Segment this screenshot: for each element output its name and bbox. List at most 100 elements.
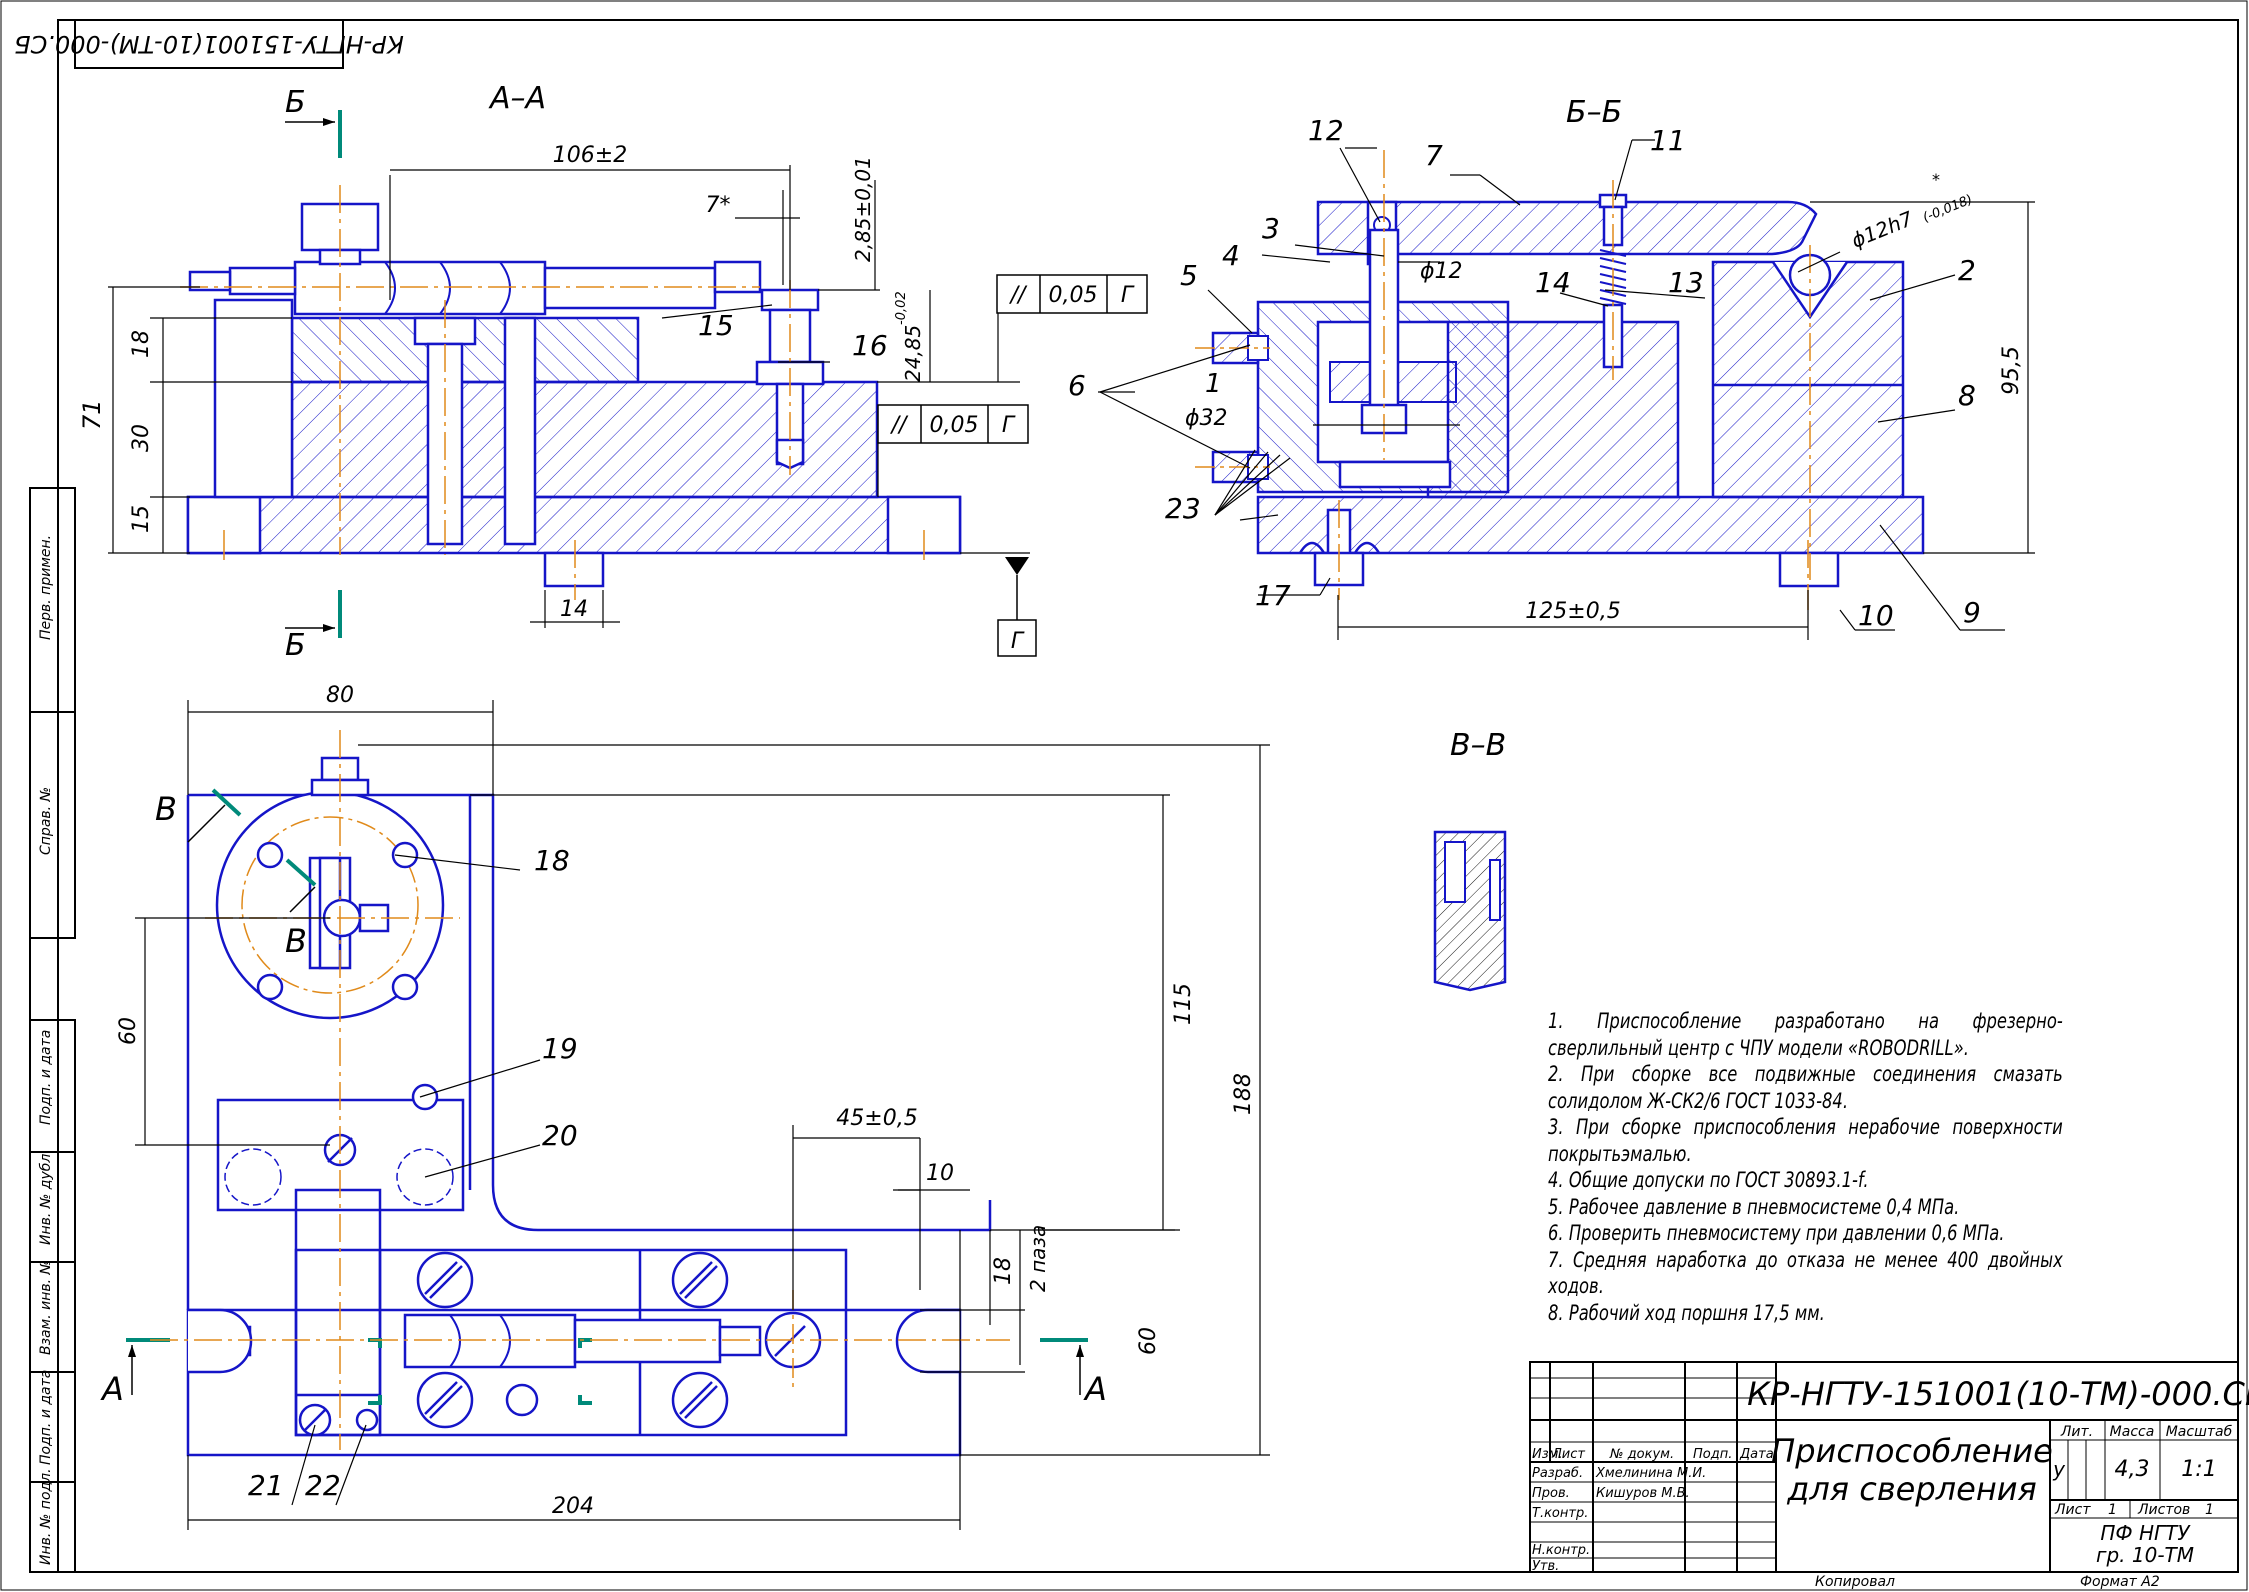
dim-106: 106±2	[553, 143, 627, 168]
dim-star: *	[1932, 170, 1940, 189]
dim-60-plan-a: 60	[116, 1017, 141, 1045]
razrab-name: Хмелинина М.И.	[1595, 1466, 1706, 1481]
pos-14: 14	[1535, 266, 1571, 299]
scale-label: Масштаб	[2166, 1424, 2233, 1440]
svg-text://: //	[1009, 283, 1028, 308]
pos-7: 7	[1425, 139, 1443, 172]
drawing-title-line2: для сверления	[1786, 1470, 2037, 1508]
pos-6: 6	[1068, 369, 1086, 402]
dim-18-plan: 18	[991, 1257, 1016, 1285]
mass-value: 4,3	[2115, 1457, 2150, 1482]
section-aa-label: А–А	[488, 81, 546, 116]
drawing-title-line1: Приспособление	[1771, 1432, 2053, 1470]
podp-data-label-2: Подп. и дата	[38, 1370, 54, 1465]
pos-15: 15	[698, 309, 734, 342]
title-block-text: КР-НГТУ-151001(10-ТМ)-000.СБ Приспособле…	[1532, 1375, 2249, 1590]
pos-22: 22	[305, 1469, 341, 1502]
title-block	[1529, 1361, 2239, 1573]
note-5: 5. Рабочее давление в пневмосистеме 0,4 …	[1548, 1194, 1960, 1219]
side-stamp-labels: Перв. примен. Справ. № Подп. и дата Инв.…	[38, 535, 54, 1565]
svg-text:Г: Г	[1121, 283, 1135, 308]
dim-phi12: ϕ12	[1420, 259, 1463, 284]
svg-text:0,05: 0,05	[1049, 283, 1098, 308]
pos-13: 13	[1668, 266, 1704, 299]
svg-text://: //	[890, 413, 909, 438]
pos-3: 3	[1262, 212, 1280, 245]
pos-11: 11	[1650, 124, 1686, 157]
datum-g: Г	[997, 557, 1037, 657]
pos-19: 19	[542, 1032, 578, 1065]
dim-30-aa: 30	[129, 424, 154, 452]
utv-label: Утв.	[1532, 1559, 1559, 1574]
pos-1: 1	[1205, 369, 1222, 399]
plan-view: А А В В	[100, 683, 1270, 1530]
dim-115: 115	[1171, 983, 1196, 1025]
dim-24-85-tol: -0,02	[894, 291, 909, 325]
mirrored-code-box: КР-НГТУ-151001(10-ТМ)-000.СБ	[14, 19, 404, 69]
dim-2-85: 2,85±0,01	[851, 156, 875, 262]
lit-label: Лит.	[2060, 1424, 2093, 1440]
pos-17: 17	[1255, 579, 1291, 612]
dim-125: 125±0,5	[1525, 599, 1620, 624]
dim-10: 10	[926, 1161, 954, 1186]
svg-text:Г: Г	[1011, 629, 1025, 654]
mass-label: Масса	[2110, 1424, 2155, 1440]
sprav-no-label: Справ. №	[38, 787, 54, 855]
sheet-value: 1	[2108, 1502, 2117, 1518]
izm-label: Изм.	[1532, 1447, 1563, 1462]
section-a-mark-left: А	[100, 1370, 124, 1408]
dim-18-aa: 18	[129, 330, 154, 358]
pos-18: 18	[534, 844, 570, 877]
pos-10: 10	[1858, 599, 1894, 632]
tolerance-frame-2: // 0,05 Г	[877, 404, 1029, 444]
sheets-label: Листов	[2137, 1502, 2190, 1518]
pos-4: 4	[1222, 239, 1240, 272]
svg-text:Г: Г	[1002, 413, 1016, 438]
note-1: 1. Приспособление разработано на фрезерн…	[1548, 1009, 2063, 1060]
nkontr-label: Н.контр.	[1532, 1543, 1590, 1558]
dim-204: 204	[552, 1494, 594, 1519]
note-4: 4. Общие допуски по ГОСТ 30893.1-f.	[1548, 1168, 1869, 1192]
vzam-inv-label: Взам. инв. №	[38, 1260, 54, 1355]
pos-23: 23	[1165, 492, 1201, 525]
dim-phi32: ϕ32	[1185, 406, 1228, 431]
section-bb-view: Б–Б	[1068, 95, 2035, 640]
dim-60-plan-b: 60	[1136, 1327, 1161, 1355]
section-a-mark-right: А	[1083, 1370, 1107, 1408]
perv-primen-label: Перв. примен.	[38, 535, 54, 640]
ndoc-label: № докум.	[1609, 1447, 1674, 1462]
list-label: Лист	[1551, 1447, 1585, 1462]
tkontr-label: Т.контр.	[1532, 1506, 1588, 1521]
inv-dubl-label: Инв. № дубл.	[38, 1149, 54, 1245]
inv-podl-label: Инв. № подл.	[38, 1468, 54, 1565]
dim-24-85: 24,85	[901, 325, 925, 382]
dim-71: 71	[78, 399, 106, 430]
note-8: 8. Рабочий ход поршня 17,5 мм.	[1548, 1300, 1825, 1325]
razrab-label: Разраб.	[1532, 1466, 1583, 1481]
section-bb-label: Б–Б	[1566, 95, 1622, 130]
pos-16: 16	[852, 329, 888, 362]
scale-value: 1:1	[2181, 1457, 2216, 1482]
podp-data-label-1: Подп. и дата	[38, 1030, 54, 1125]
dim-phi12h7: ϕ12h7	[1848, 206, 1917, 252]
pos-12: 12	[1308, 114, 1344, 147]
dim-7: 7*	[706, 193, 731, 218]
copied-label: Копировал	[1815, 1574, 1895, 1590]
date-label: Дата	[1739, 1447, 1774, 1462]
pos-5: 5	[1180, 259, 1198, 292]
pos-21: 21	[248, 1469, 284, 1502]
section-vv-view: В–В	[1433, 728, 1507, 992]
pos-8: 8	[1958, 379, 1976, 412]
mirrored-code-text: КР-НГТУ-151001(10-ТМ)-000.СБ	[14, 30, 404, 58]
dim-15-aa: 15	[129, 505, 154, 533]
drawing-code: КР-НГТУ-151001(10-ТМ)-000.СБ	[1747, 1375, 2249, 1413]
pos-2: 2	[1958, 254, 1976, 287]
section-aa-view: А–А Б Б	[78, 81, 1148, 663]
technical-requirements: 1. Приспособление разработано на фрезерн…	[1548, 1008, 2063, 1326]
podp-label: Подп.	[1693, 1447, 1732, 1462]
pos-9: 9	[1963, 596, 1981, 629]
note-6: 6. Проверить пневмосистему при давлении …	[1548, 1221, 2005, 1245]
prov-name: Кишуров М.В.	[1596, 1486, 1690, 1501]
